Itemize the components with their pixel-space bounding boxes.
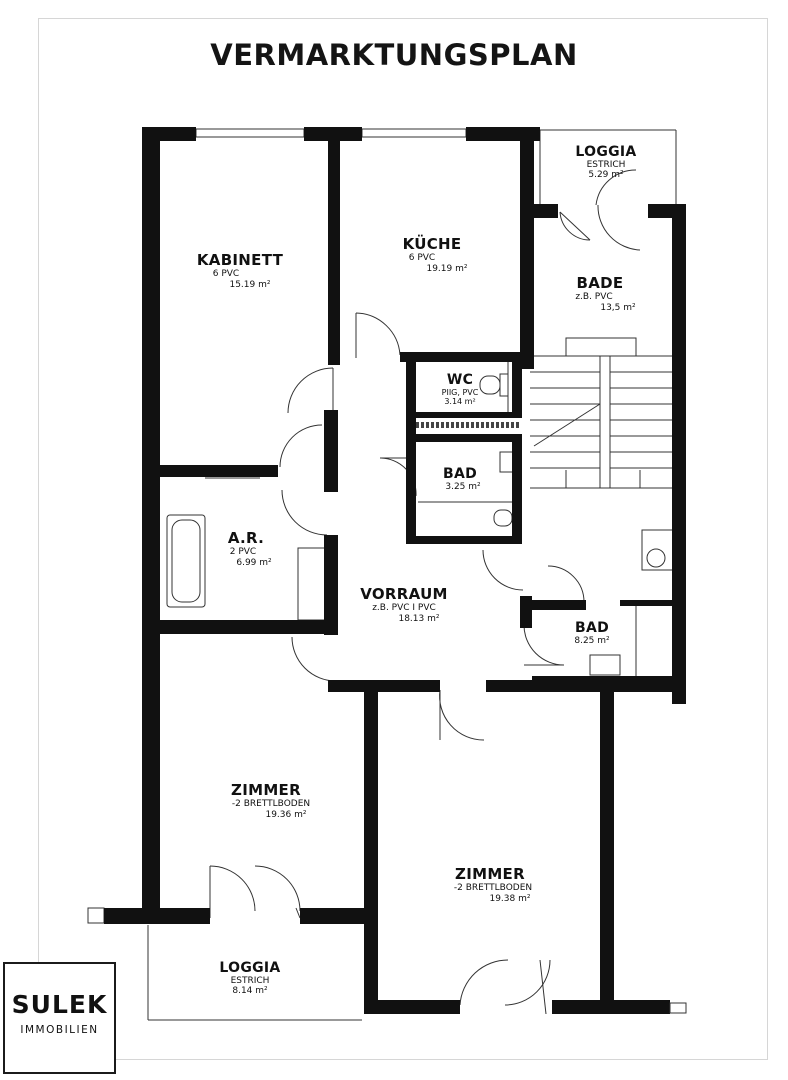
room-area: 19.38 m² (489, 893, 531, 904)
room-vorraum: VORRAUM z.B. PVC I PVC 18.13 m² (344, 585, 464, 624)
room-floor: z.B. PVC (575, 292, 613, 303)
logo-subtitle: IMMOBILIEN (20, 1024, 99, 1036)
room-floor: -2 BRETTLBODEN (453, 883, 533, 894)
room-area: 5.29 m² (588, 170, 624, 181)
room-floor: ESTRICH (230, 976, 270, 987)
room-name: VORRAUM (360, 585, 448, 603)
room-name: ZIMMER (231, 781, 301, 799)
room-area: 19.19 m² (426, 263, 468, 274)
room-name: BAD (574, 620, 610, 636)
sulek-logo: SULEK IMMOBILIEN (3, 962, 116, 1074)
room-kabinett: KABINETT 6 PVC 15.19 m² (180, 251, 300, 290)
room-floor: PIIG, PVC (441, 388, 479, 398)
room-area: 8.25 m² (574, 636, 610, 647)
room-area: 13,5 m² (600, 302, 636, 313)
room-area: 18.13 m² (398, 613, 440, 624)
room-loggia-top: LOGGIA ESTRICH 5.29 m² (556, 144, 656, 181)
room-area: 19.36 m² (265, 809, 307, 820)
room-zimmer-right: ZIMMER -2 BRETTLBODEN 19.38 m² (420, 865, 560, 904)
room-name: KABINETT (196, 251, 284, 269)
room-name: KÜCHE (402, 235, 462, 253)
room-area: 15.19 m² (229, 279, 271, 290)
room-bade: BADE z.B. PVC 13,5 m² (550, 274, 650, 313)
room-name: A.R. (227, 529, 265, 547)
room-name: BAD (442, 466, 478, 482)
room-bad-mid: BAD 3.25 m² (420, 466, 500, 492)
room-zimmer-left: ZIMMER -2 BRETTLBODEN 19.36 m² (196, 781, 336, 820)
room-floor: 6 PVC (408, 253, 436, 264)
room-bad-right: BAD 8.25 m² (560, 620, 624, 646)
room-kueche: KÜCHE 6 PVC 19.19 m² (372, 235, 492, 274)
room-name: WC (446, 372, 474, 388)
plan-title: VERMARKTUNGSPLAN (210, 38, 578, 72)
room-floor: 2 PVC (229, 547, 257, 558)
room-area: 3.25 m² (445, 482, 481, 493)
room-loggia-bottom: LOGGIA ESTRICH 8.14 m² (200, 960, 300, 997)
room-ar: A.R. 2 PVC 6.99 m² (206, 529, 286, 568)
room-floor: z.B. PVC I PVC (372, 603, 436, 614)
room-name: LOGGIA (219, 960, 281, 976)
room-area: 3.14 m² (444, 397, 476, 407)
room-floor: 6 PVC (212, 269, 240, 280)
room-floor: ESTRICH (586, 160, 626, 171)
room-area: 6.99 m² (236, 557, 272, 568)
room-floor: -2 BRETTLBODEN (231, 799, 311, 810)
room-name: BADE (576, 274, 624, 292)
room-name: ZIMMER (455, 865, 525, 883)
room-area: 8.14 m² (232, 986, 268, 997)
room-name: LOGGIA (575, 144, 637, 160)
room-wc: WC PIIG, PVC 3.14 m² (420, 372, 500, 406)
logo-brand: SULEK (11, 990, 108, 1019)
page-frame (38, 18, 768, 1060)
